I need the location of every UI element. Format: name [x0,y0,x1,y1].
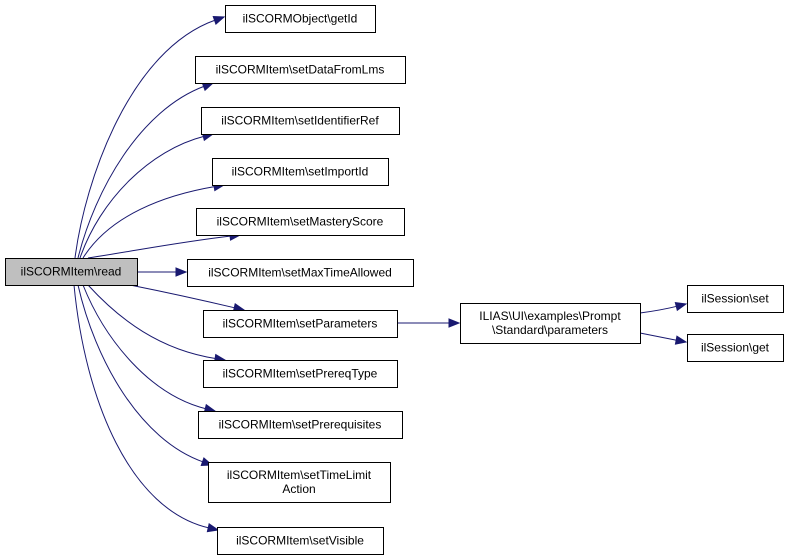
node-label: Action [282,482,315,496]
node-label: ilSCORMItem\setImportId [232,165,369,179]
edge-promptParameters-to-sessionSet [639,301,688,314]
node-box [187,259,414,287]
node-label: ilSCORMItem\setPrerequisites [219,418,382,432]
node-box [5,258,138,286]
node-label: ILIAS\UI\examples\Prompt [479,309,621,323]
node-setMaxTimeAllowed[interactable]: ilSCORMItem\setMaxTimeAllowed [187,259,414,287]
node-box [203,310,398,338]
node-label: \Standard\parameters [492,323,608,337]
node-label: ilSCORMItem\setTimeLimit [227,468,372,482]
node-getId[interactable]: ilSCORMObject\getId [225,5,376,33]
node-label: ilSCORMItem\read [21,265,122,279]
edge-line [74,19,216,259]
edge-setParameters-to-promptParameters [397,318,461,328]
edge-line [82,186,216,259]
arrowhead-icon [212,16,226,25]
node-box [687,334,784,362]
node-label: ilSCORMItem\setMaxTimeAllowed [208,266,392,280]
edge-line [77,284,204,463]
node-box [208,462,391,503]
node-box [225,5,376,33]
arrowhead-icon [448,318,461,328]
edge-line [77,85,205,259]
node-setMasteryScore[interactable]: ilSCORMItem\setMasteryScore [196,208,405,236]
node-box [198,411,403,439]
node-label: ilSCORMItem\setPrereqType [223,367,378,381]
node-box [203,360,398,388]
node-root[interactable]: ilSCORMItem\read [5,258,138,286]
node-label: ilSession\get [701,341,770,355]
edge-root-to-setParameters [129,284,246,313]
node-setDataFromLms[interactable]: ilSCORMItem\setDataFromLms [195,56,406,84]
node-sessionSet[interactable]: ilSession\set [687,285,784,313]
edge-root-to-setMaxTimeAllowed [137,267,188,277]
edge-promptParameters-to-sessionGet [639,332,688,345]
edge-root-to-setMasteryScore [87,231,242,259]
edge-root-to-setIdentifierRef [79,131,215,259]
edge-line [79,135,205,259]
node-setImportId[interactable]: ilSCORMItem\setImportId [212,158,389,186]
node-box [196,208,405,236]
node-box [217,527,384,555]
node-label: ilSCORMItem\setMasteryScore [217,215,384,229]
node-setPrereqType[interactable]: ilSCORMItem\setPrereqType [203,360,398,388]
edge-line [129,284,236,309]
node-setVisible[interactable]: ilSCORMItem\setVisible [217,527,384,555]
node-label: ilSession\set [701,292,769,306]
node-box [212,158,389,186]
edge-line [639,332,678,341]
node-box [687,285,784,313]
node-box [201,107,400,135]
node-setPrerequisites[interactable]: ilSCORMItem\setPrerequisites [198,411,403,439]
edge-line [82,284,207,410]
node-promptParameters[interactable]: ILIAS\UI\examples\Prompt\Standard\parame… [460,303,641,344]
edge-line [87,235,232,259]
arrowhead-icon [674,301,688,312]
edge-line [73,284,210,529]
node-label: ilSCORMItem\setDataFromLms [216,63,385,77]
node-setIdentifierRef[interactable]: ilSCORMItem\setIdentifierRef [201,107,400,135]
edge-line [639,305,678,314]
nodes-layer: ilSCORMItem\read ilSCORMObject\getId ilSCO… [5,5,784,555]
edge-root-to-setVisible [73,284,220,533]
arrowhead-icon [674,335,688,345]
edge-root-to-getId [74,16,226,259]
arrowhead-icon [206,523,220,533]
arrowhead-icon [175,267,188,277]
edge-root-to-setPrerequisites [82,284,217,414]
node-label: ilSCORMObject\getId [243,12,358,26]
node-box [460,303,641,344]
node-setParameters[interactable]: ilSCORMItem\setParameters [203,310,398,338]
node-label: ilSCORMItem\setVisible [236,534,364,548]
node-label: ilSCORMItem\setIdentifierRef [221,114,379,128]
edge-line [87,284,217,360]
node-box [195,56,406,84]
node-sessionGet[interactable]: ilSession\get [687,334,784,362]
node-label: ilSCORMItem\setParameters [223,317,378,331]
edge-root-to-setDataFromLms [77,82,215,259]
edges-layer [73,16,688,533]
